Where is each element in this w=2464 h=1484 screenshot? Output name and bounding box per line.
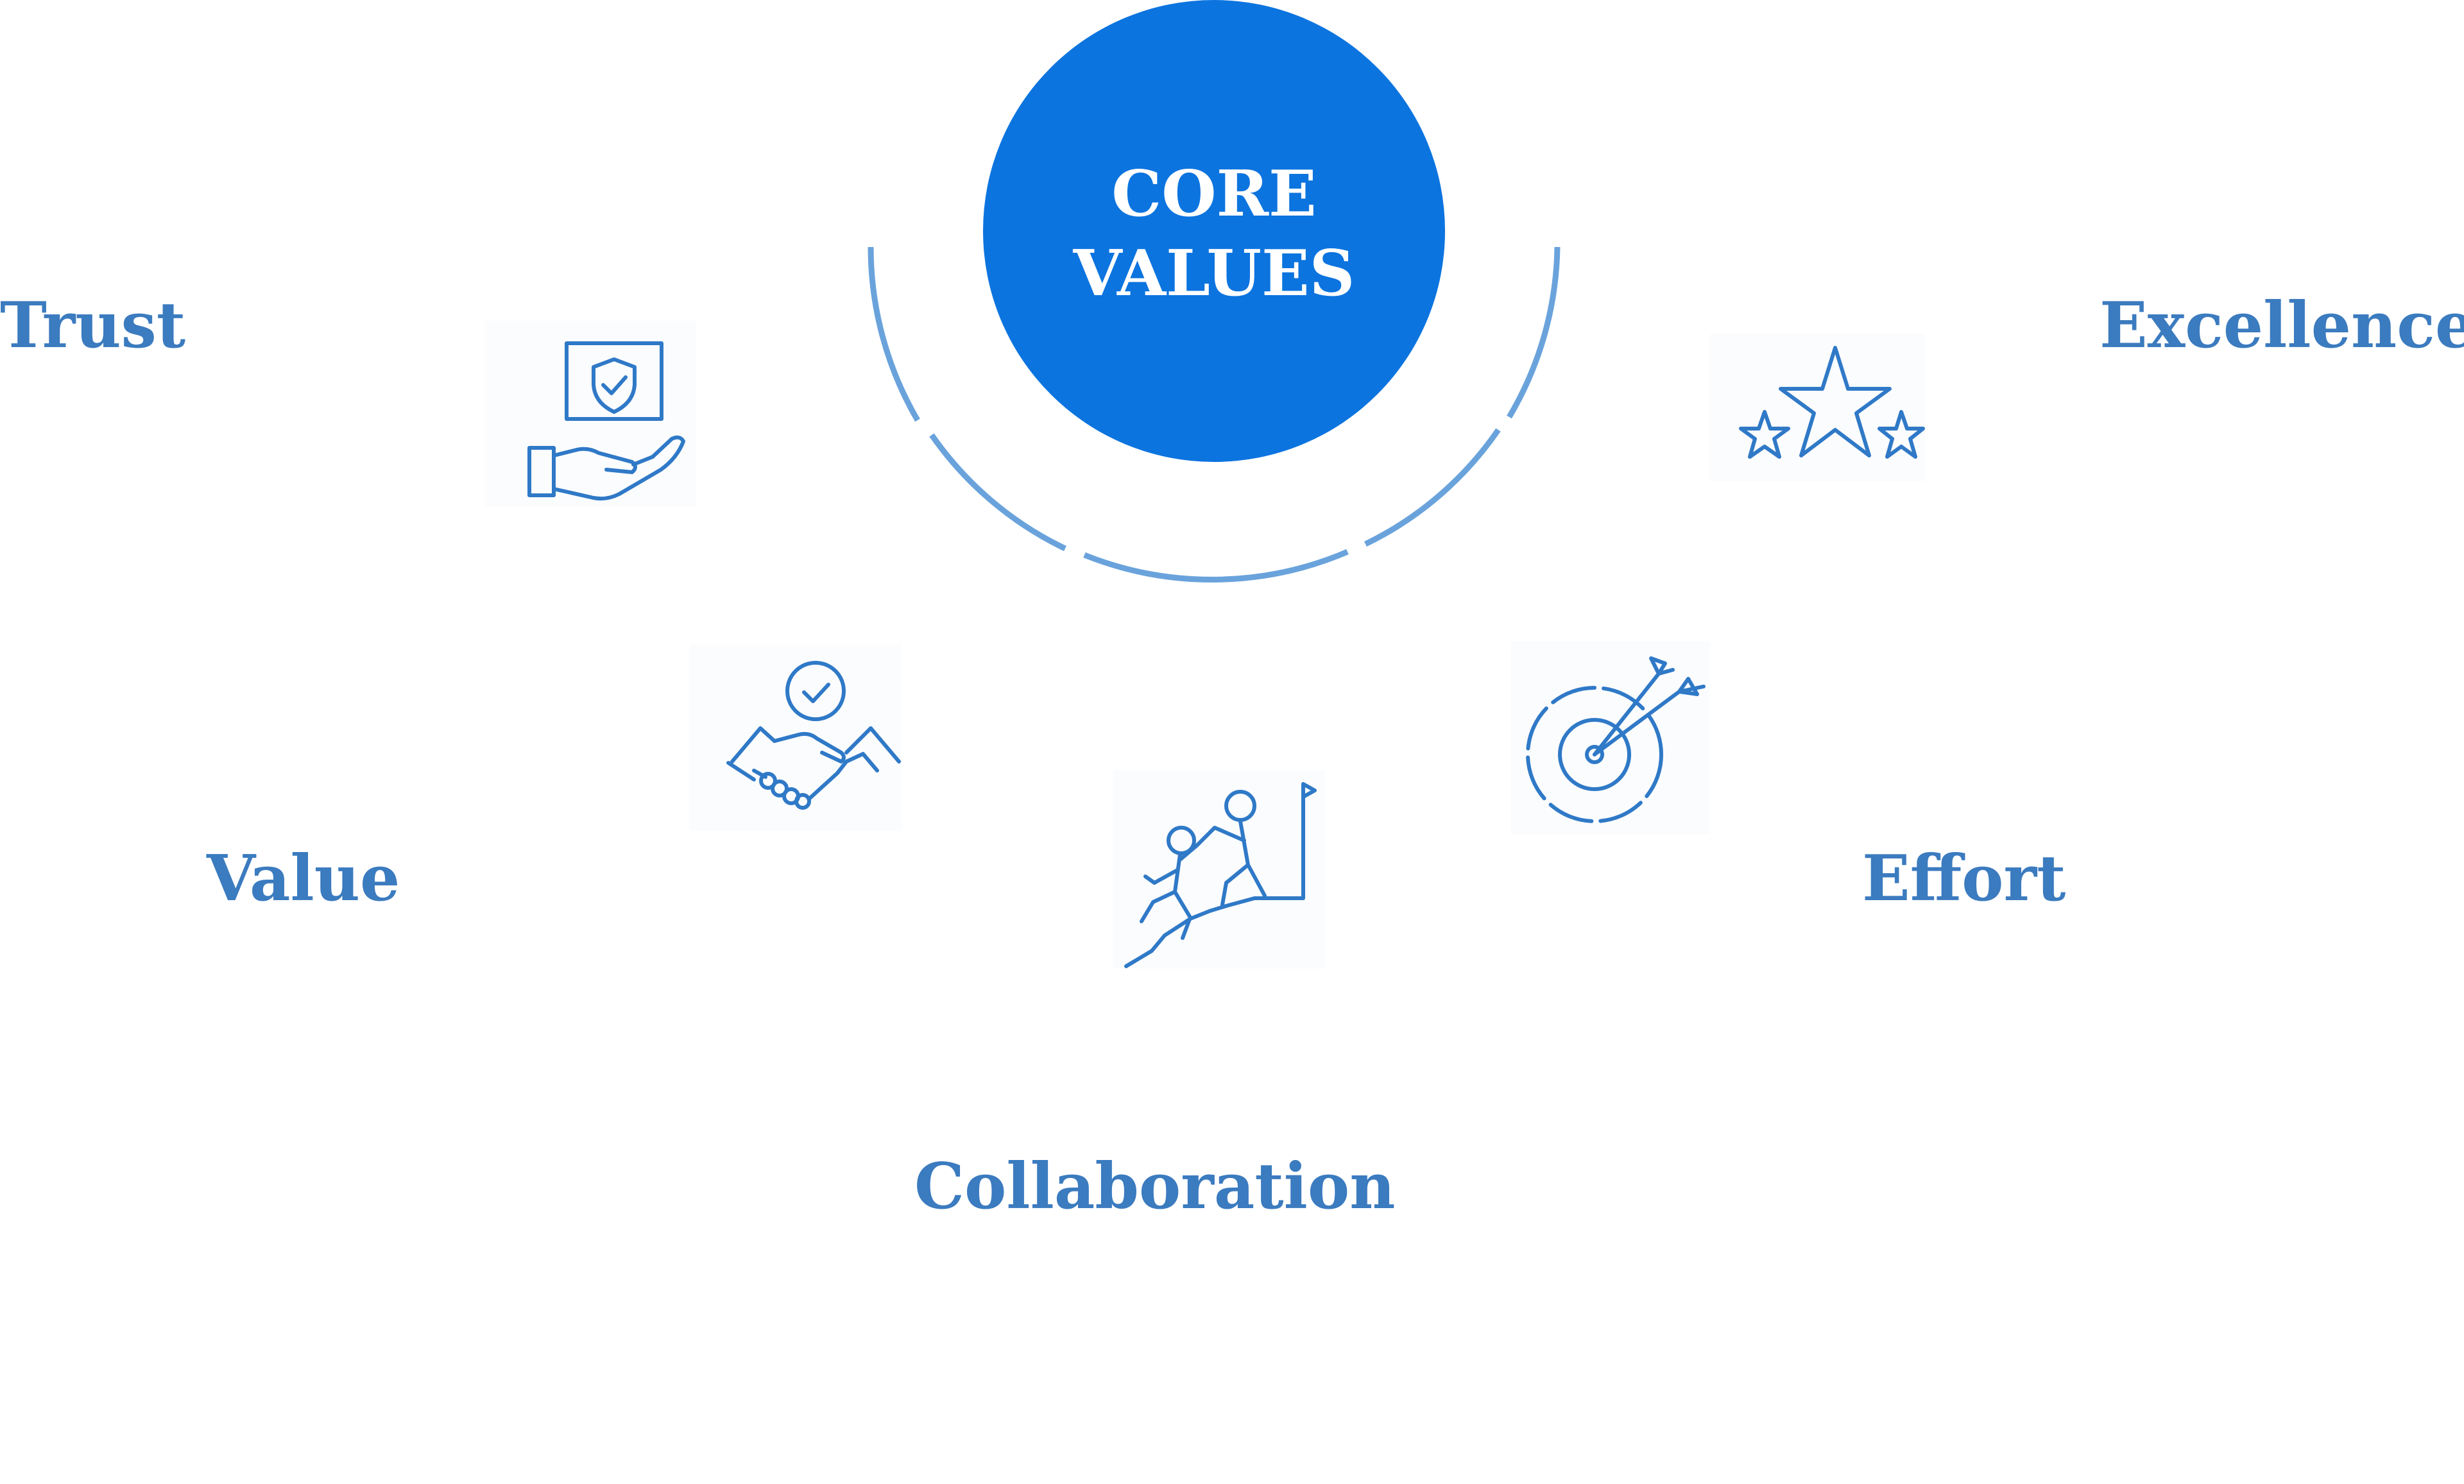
value-label-trust: Trust: [0, 289, 186, 362]
target-arrows-icon: [1511, 642, 1710, 834]
core-title-line2: VALUES: [1073, 237, 1355, 311]
value-label-effort: Effort: [1862, 842, 2066, 916]
three-stars-icon: [1710, 334, 1925, 481]
arc-segment-right: [1507, 246, 1561, 419]
value-label-excellence: Excellence: [2100, 289, 2464, 362]
arc-segment-left: [868, 246, 920, 422]
arc-segment-lower-left: [929, 433, 1066, 552]
arc-segment-lower-right: [1364, 428, 1501, 547]
hand-shield-icon: [484, 321, 696, 507]
climbing-help-icon: [1113, 770, 1325, 969]
handshake-check-icon: [690, 645, 902, 831]
core-title-line1: CORE: [1111, 157, 1317, 231]
core-values-circle: CORE VALUES: [983, 0, 1445, 462]
value-label-collaboration: Collaboration: [914, 1150, 1396, 1224]
arc-segment-bottom: [1083, 549, 1349, 583]
value-label-value: Value: [207, 842, 400, 916]
